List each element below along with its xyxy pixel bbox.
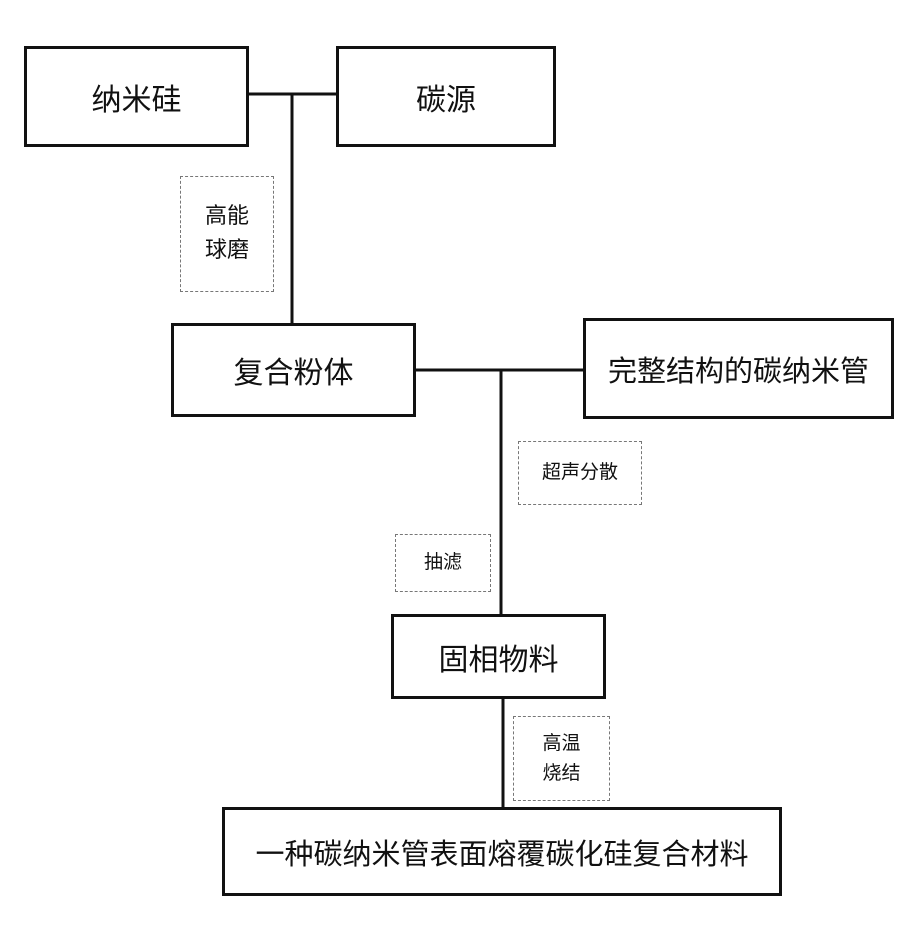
node-carbon-source-label: 碳源 bbox=[416, 75, 476, 119]
node-nano-silicon-label: 纳米硅 bbox=[92, 75, 182, 119]
step-high-temp-sintering: 高温 烧结 bbox=[513, 716, 610, 801]
step-ball-milling-label: 高能 球磨 bbox=[205, 200, 249, 268]
step-high-temp-sintering-label: 高温 烧结 bbox=[542, 729, 580, 788]
node-carbon-nanotube: 完整结构的碳纳米管 bbox=[583, 318, 894, 419]
node-carbon-source: 碳源 bbox=[336, 46, 556, 147]
node-carbon-nanotube-label: 完整结构的碳纳米管 bbox=[608, 348, 869, 390]
step-suction-filtration-label: 抽滤 bbox=[424, 548, 462, 577]
node-solid-material: 固相物料 bbox=[391, 614, 606, 699]
step-ultrasonic-dispersion: 超声分散 bbox=[518, 441, 642, 505]
step-ball-milling: 高能 球磨 bbox=[180, 176, 274, 292]
node-solid-material-label: 固相物料 bbox=[439, 635, 559, 679]
node-nano-silicon: 纳米硅 bbox=[24, 46, 249, 147]
node-composite-powder: 复合粉体 bbox=[171, 323, 416, 417]
node-final-product: 一种碳纳米管表面熔覆碳化硅复合材料 bbox=[222, 807, 782, 896]
node-composite-powder-label: 复合粉体 bbox=[234, 348, 354, 392]
node-final-product-label: 一种碳纳米管表面熔覆碳化硅复合材料 bbox=[255, 831, 748, 873]
step-suction-filtration: 抽滤 bbox=[395, 534, 491, 592]
step-ultrasonic-dispersion-label: 超声分散 bbox=[542, 458, 618, 487]
